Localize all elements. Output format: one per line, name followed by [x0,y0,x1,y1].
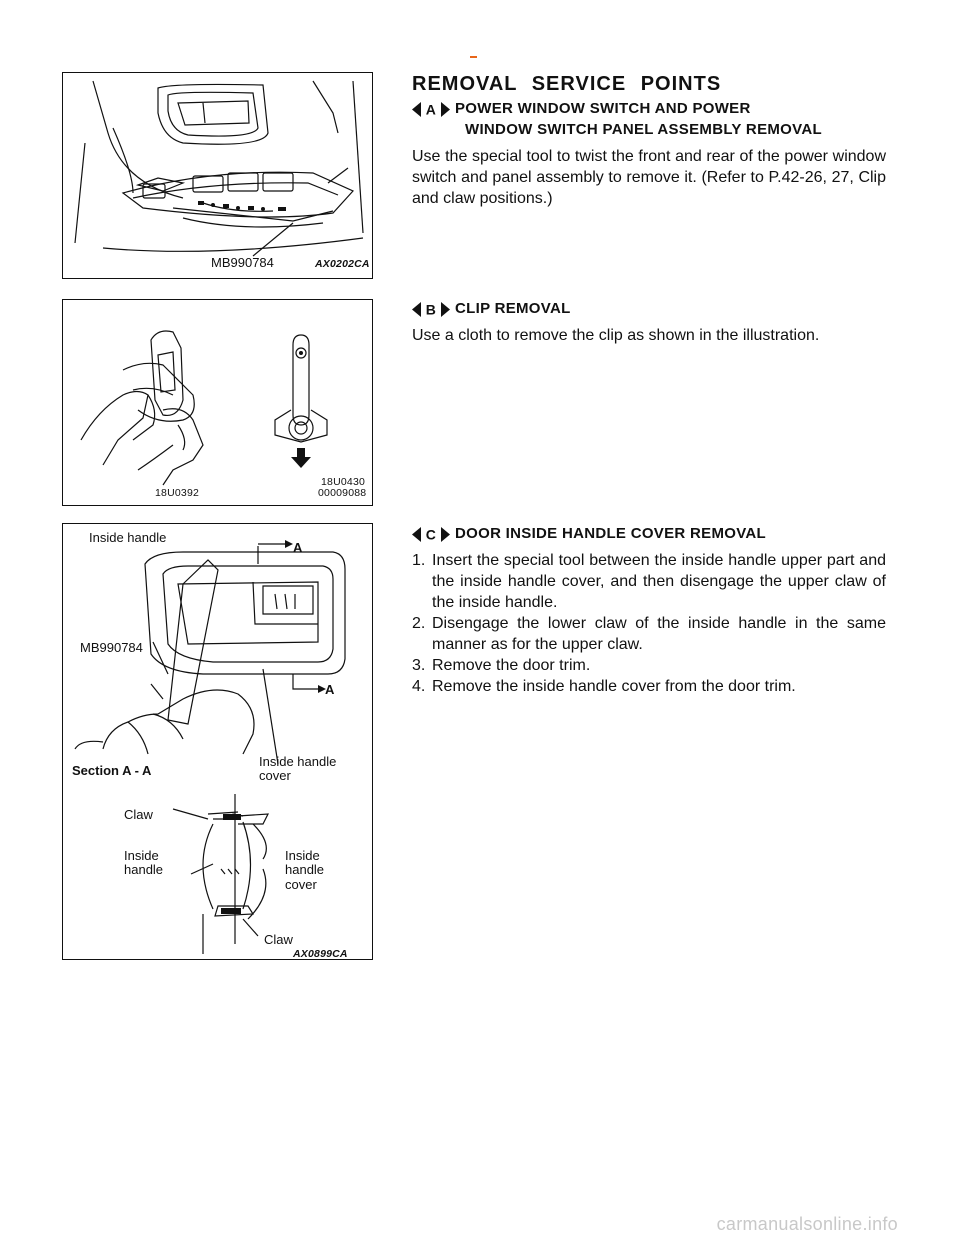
step-2-num: 2. [412,615,426,632]
fig1-tool-label: MB990784 [211,255,274,270]
watermark: carmanualsonline.info [716,1214,898,1234]
fig3-section-marker-bottom: A [325,682,335,697]
item-b-title: CLIP REMOVAL [455,300,571,317]
badge-a-letter: A [426,102,436,117]
fig2-code-right-2: 00009088 [318,487,367,499]
clip-removal-illustration [80,330,328,486]
step-2-text: Disengage the lower claw of the inside h… [432,615,886,653]
item-a-body: Use the special tool to twist the front … [412,148,886,207]
service-badge-b-icon: B [412,301,450,317]
fig3-inside-handle-small-label: Inside handle [124,848,164,878]
fig3-inside-handle-cover-label: Inside handle cover [259,754,337,784]
inside-handle-illustration [74,540,346,954]
fig3-tool-label: MB990784 [80,640,143,655]
step-1-text: Insert the special tool between the insi… [432,552,886,611]
fig3-inside-handle-label: Inside handle [89,530,167,545]
step-3-num: 3. [412,657,426,674]
item-b-heading: B CLIP REMOVAL [412,298,571,319]
figure-clip-removal: 18U0392 18U0430 00009088 [62,299,373,506]
fig3-section-label: Section A - A [72,763,152,778]
door-panel-illustration [74,80,364,257]
badge-b-letter: B [426,302,436,317]
fig3-claw-bottom-label: Claw [264,932,293,947]
figure-inside-handle-cover: Inside handle A MB990784 A Inside handle… [62,523,373,960]
step-3-text: Remove the door trim. [432,657,591,674]
item-a-title-line2: WINDOW SWITCH PANEL ASSEMBLY REMOVAL [465,121,822,138]
header-dash [470,56,477,58]
step-4-num: 4. [412,678,426,695]
step-2: 2. Disengage the lower claw of the inside… [412,613,886,655]
badge-c-letter: C [426,527,436,542]
item-a-title-line1: POWER WINDOW SWITCH AND POWER [455,100,751,117]
fig3-claw-top-label: Claw [124,807,153,822]
step-1: 1. Insert the special tool between the in… [412,550,886,613]
item-a-heading: A POWER WINDOW SWITCH AND POWER [412,98,751,119]
step-4-text: Remove the inside handle cover from the … [432,678,796,695]
fig3-section-marker-top: A [293,540,303,555]
fig1-code: AX0202CA [315,258,370,270]
step-3: 3. Remove the door trim. [412,655,886,676]
section-title: REMOVAL SERVICE POINTS [412,73,722,95]
fig3-inside-handle-cover-small-label: Inside handle cover [285,848,325,892]
service-badge-c-icon: C [412,526,450,542]
fig2-code-right-1: 18U0430 [321,476,366,488]
step-4: 4. Remove the inside handle cover from th… [412,676,886,697]
service-badge-a-icon: A [412,101,450,117]
item-b-body: Use a cloth to remove the clip as shown … [412,327,820,344]
fig3-code: AX0899CA [293,948,348,960]
figure-power-window-switch: MB990784 AX0202CA [62,72,373,279]
item-c-heading: C DOOR INSIDE HANDLE COVER REMOVAL [412,523,766,544]
item-c-steps: 1. Insert the special tool between the in… [412,550,886,697]
fig2-code-left: 18U0392 [155,487,200,499]
item-c-title: DOOR INSIDE HANDLE COVER REMOVAL [455,525,767,542]
step-1-num: 1. [412,552,426,569]
